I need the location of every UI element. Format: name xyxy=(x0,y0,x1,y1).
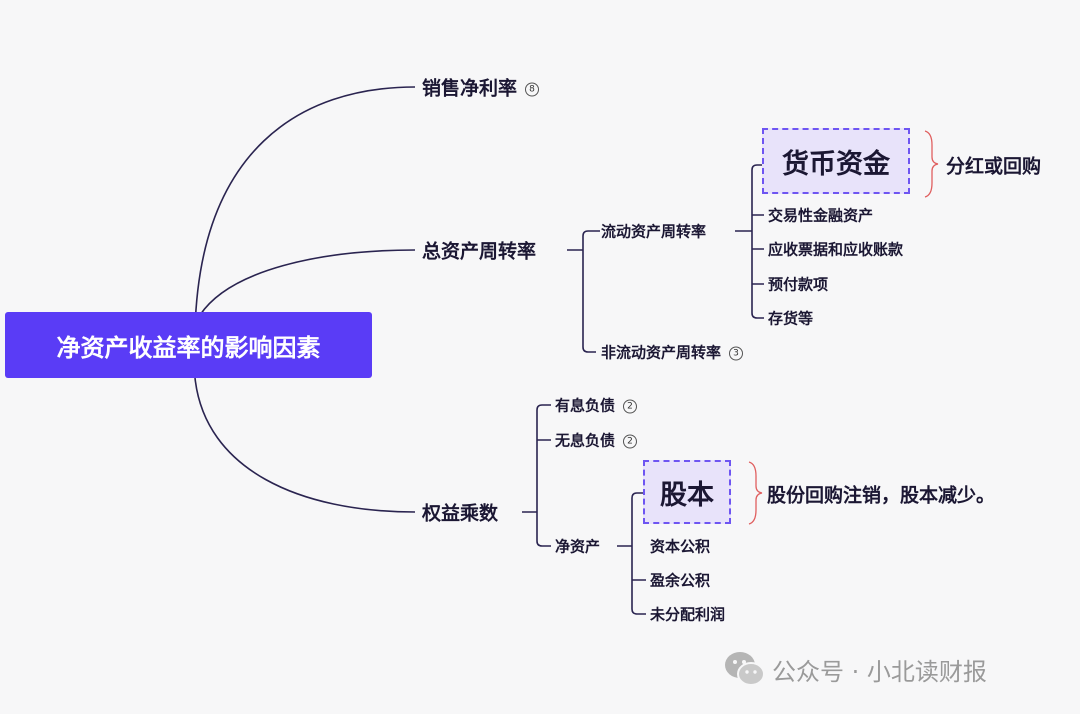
node-label: 有息负债 xyxy=(555,396,616,415)
connector-net-margin xyxy=(194,86,416,331)
count-badge[interactable]: 8 xyxy=(525,82,540,96)
node-share-capital-highlight[interactable]: 股本 xyxy=(643,460,731,524)
node-noncurrent-turnover[interactable]: 非流动资产周转率 3 xyxy=(601,342,744,363)
connector-turnover-children xyxy=(567,230,600,353)
node-surplus-reserve[interactable]: 盈余公积 xyxy=(650,571,711,590)
connector-net-assets-children xyxy=(617,492,646,615)
root-node[interactable]: 净资产收益率的影响因素 xyxy=(5,312,372,378)
node-label: 货币资金 xyxy=(782,148,890,180)
node-label: 无息负债 xyxy=(555,431,616,450)
node-net-assets[interactable]: 净资产 xyxy=(555,536,600,557)
count-badge[interactable]: 2 xyxy=(623,399,638,413)
node-label: 权益乘数 xyxy=(422,502,499,525)
node-noninterest-debt[interactable]: 无息负债 2 xyxy=(555,430,638,451)
count-badge[interactable]: 3 xyxy=(729,346,744,360)
node-current-turnover[interactable]: 流动资产周转率 xyxy=(601,221,706,242)
node-cash-highlight[interactable]: 货币资金 xyxy=(762,128,910,194)
node-label: 净资产 xyxy=(555,537,601,556)
node-interest-debt[interactable]: 有息负债 2 xyxy=(555,395,638,416)
wechat-icon xyxy=(725,652,765,686)
root-label: 净资产收益率的影响因素 xyxy=(56,333,321,362)
watermark: 公众号 · 小北读财报 xyxy=(772,658,987,686)
node-prepayments[interactable]: 预付款项 xyxy=(768,275,829,294)
connector-asset-turnover xyxy=(199,249,416,316)
note-share-buyback: 股份回购注销，股本减少。 xyxy=(767,484,996,507)
note-dividend-buyback: 分红或回购 xyxy=(946,155,1042,178)
node-label: 销售净利率 xyxy=(422,77,518,100)
node-asset-turnover[interactable]: 总资产周转率 xyxy=(422,237,536,264)
node-label: 总资产周转率 xyxy=(422,240,537,263)
node-trading-assets[interactable]: 交易性金融资产 xyxy=(768,206,874,225)
node-receivables[interactable]: 应收票据和应收账款 xyxy=(768,240,904,259)
connector-equity-children xyxy=(522,404,551,547)
node-inventory[interactable]: 存货等 xyxy=(768,309,814,328)
brace-cash xyxy=(924,130,939,198)
connector-equity-multiplier xyxy=(194,377,416,513)
node-label: 非流动资产周转率 xyxy=(601,343,722,362)
node-label: 流动资产周转率 xyxy=(601,222,707,241)
node-equity-multiplier[interactable]: 权益乘数 xyxy=(422,499,498,526)
node-retained-earnings[interactable]: 未分配利润 xyxy=(650,605,726,624)
node-net-margin[interactable]: 销售净利率 8 xyxy=(422,74,540,101)
brace-share-capital xyxy=(748,461,763,525)
count-badge[interactable]: 2 xyxy=(623,434,638,448)
connector-current-children xyxy=(735,164,764,319)
node-capital-reserve[interactable]: 资本公积 xyxy=(650,537,711,556)
node-label: 股本 xyxy=(660,479,714,511)
